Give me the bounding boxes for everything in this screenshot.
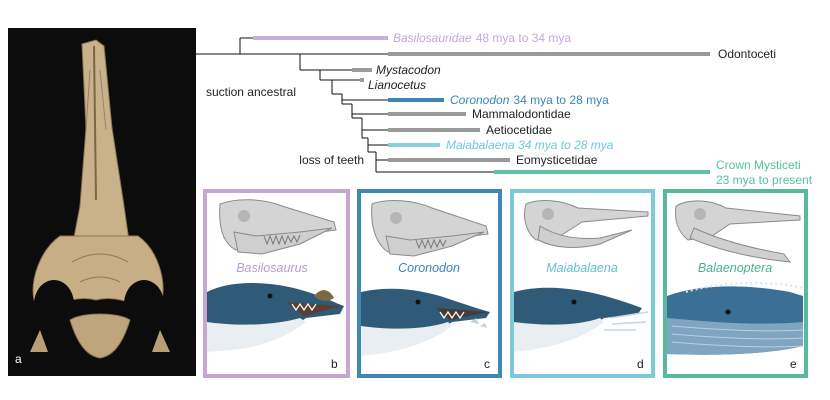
node-loss-of-teeth: loss of teeth [299, 153, 364, 167]
skull-photo [30, 39, 170, 359]
taxon-odontoceti-label: Odontoceti [718, 47, 776, 61]
panel-d: Maiabalaena d [510, 189, 655, 378]
node-suction-ancestral: suction ancestral [206, 85, 296, 99]
taxon-crown-mysticeti-range: 23 mya to present [716, 173, 813, 187]
phylogeny [196, 36, 710, 174]
taxon-mystacodon-label: Mystacodon [376, 63, 441, 77]
panel-b-label: b [331, 357, 338, 371]
taxon-lianocetus-label: Lianocetus [368, 78, 426, 92]
panel-c-label: c [484, 357, 490, 371]
basilosaurus-life-illustration [207, 283, 344, 352]
panel-d-taxon: Maiabalaena [546, 261, 618, 275]
taxon-coronodon-name: Coronodon [450, 93, 510, 107]
tree-labels: suction ancestral loss of teeth Basilosa… [206, 31, 813, 187]
taxon-mammalodontidae-label: Mammalodontidae [472, 107, 571, 121]
taxon-basilosauridae-range: 48 mya to 34 mya [476, 31, 572, 45]
coronodon-skull-illustration [371, 200, 489, 257]
taxon-coronodon-range: 34 mya to 28 mya [513, 93, 609, 107]
balaenoptera-skull-illustration [675, 200, 801, 263]
panel-e: Balaenoptera e [663, 189, 808, 378]
maiabalaena-life-illustration [514, 287, 649, 352]
panel-e-label: e [790, 357, 797, 371]
panel-a: a [8, 28, 196, 376]
coronodon-life-illustration [361, 288, 490, 356]
taxon-maiabalaena-label: Maiabalaena 34 mya to 28 mya [446, 138, 614, 152]
taxon-eomysticetidae-label: Eomysticetidae [516, 153, 598, 167]
taxon-basilosauridae-name: Basilosauridae [393, 31, 472, 45]
balaenoptera-life-illustration [667, 282, 804, 355]
maiabalaena-skull-illustration [523, 200, 649, 248]
taxon-aetiocetidae-label: Aetiocetidae [486, 123, 552, 137]
taxon-crown-mysticeti-name: Crown Mysticeti [716, 158, 801, 172]
panel-c-taxon: Coronodon [398, 261, 460, 275]
panel-e-taxon: Balaenoptera [698, 261, 772, 275]
basilosaurus-skull-illustration [219, 199, 337, 255]
taxon-basilosauridae-label: Basilosauridae 48 mya to 34 mya [393, 31, 571, 45]
panel-b-taxon: Basilosaurus [236, 261, 308, 275]
panel-d-label: d [637, 357, 644, 371]
panel-a-label: a [15, 352, 22, 366]
panel-b: Basilosaurus b [203, 189, 350, 378]
panel-c: Coronodon c [357, 189, 502, 378]
tree-range-bars [253, 36, 710, 174]
